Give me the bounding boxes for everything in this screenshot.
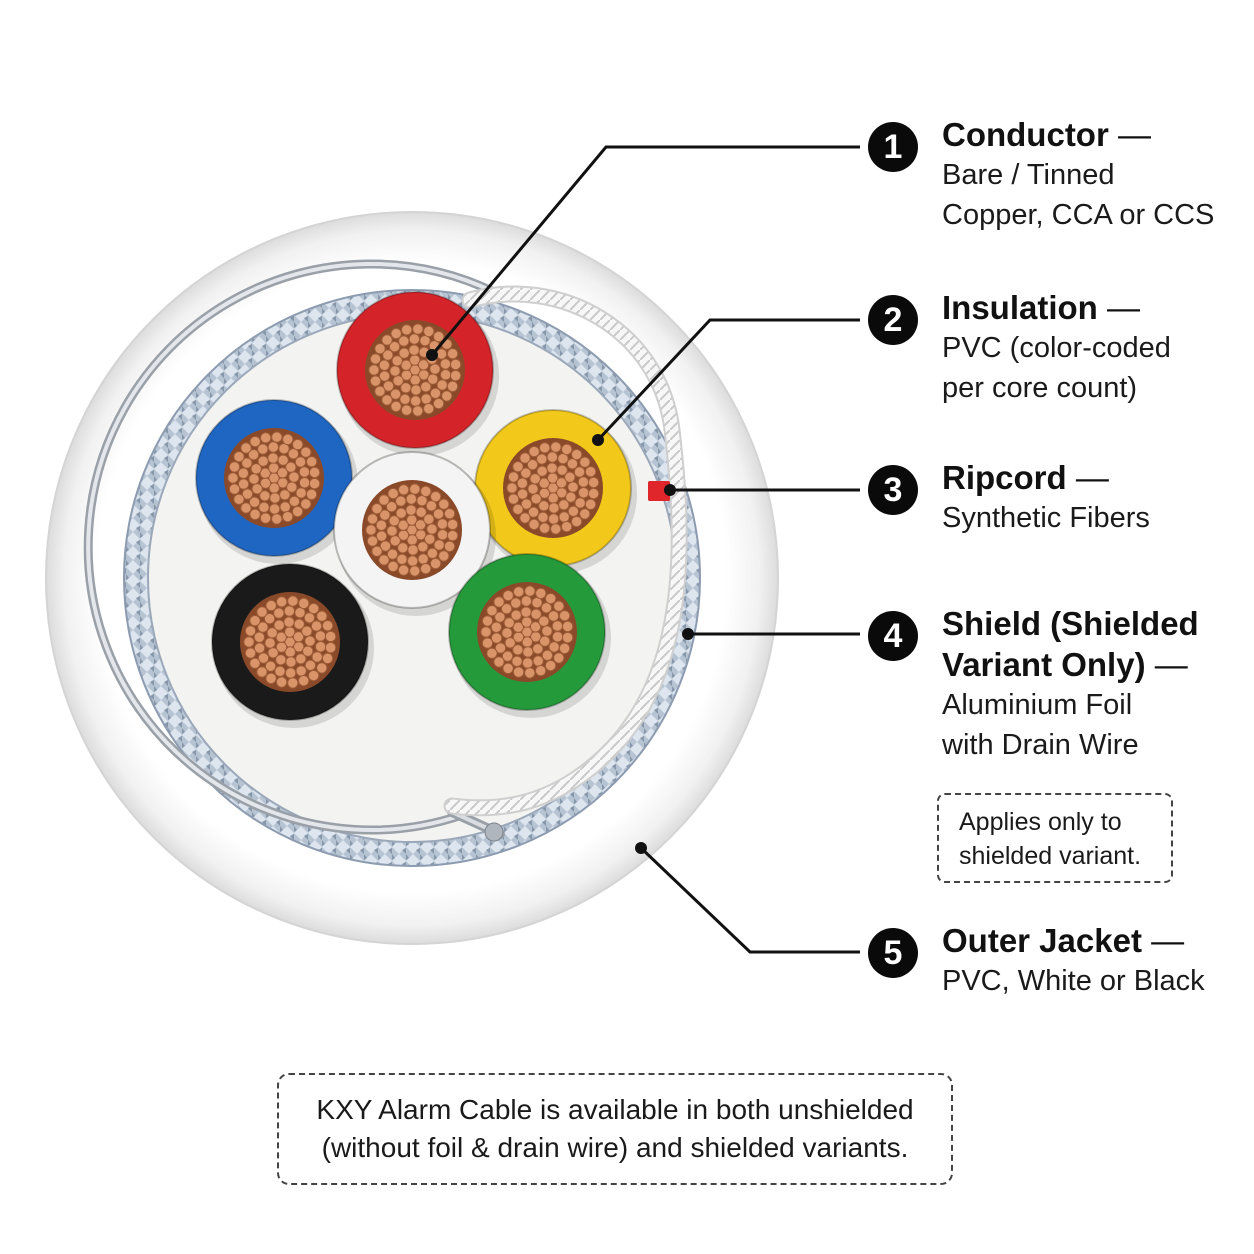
callout-desc-line: Bare / Tinned bbox=[942, 159, 1115, 191]
callout-text: Ripcord — Synthetic Fibers bbox=[942, 457, 1242, 538]
ripcord bbox=[443, 285, 688, 817]
callout-text: Conductor — Bare / Tinned Copper, CCA or… bbox=[942, 114, 1242, 235]
callout-desc-line: per core count) bbox=[942, 372, 1138, 404]
callout-desc-line: PVC, White or Black bbox=[942, 965, 1205, 997]
number-badge-5: 5 bbox=[868, 928, 918, 978]
insulated-cores bbox=[195, 291, 637, 728]
callout-title: Ripcord — bbox=[942, 459, 1109, 496]
callout-title-line: Variant Only) — bbox=[942, 646, 1188, 683]
note-line: shielded variant. bbox=[959, 842, 1142, 870]
ripcord-marker bbox=[648, 481, 670, 501]
drain-wire bbox=[83, 259, 505, 842]
number-badge-4: 4 bbox=[868, 611, 918, 661]
number-badge-2: 2 bbox=[868, 295, 918, 345]
leader-line-conductor bbox=[430, 145, 860, 356]
note-line: KXY Alarm Cable is available in both uns… bbox=[316, 1094, 914, 1125]
note-line: Applies only to bbox=[959, 808, 1122, 836]
shield-note-box: Applies only to shielded variant. bbox=[937, 793, 1173, 883]
callout-desc-line: with Drain Wire bbox=[942, 729, 1139, 761]
number-badge-1: 1 bbox=[868, 122, 918, 172]
footer-note-box: KXY Alarm Cable is available in both uns… bbox=[277, 1073, 953, 1185]
leader-lines bbox=[430, 145, 860, 954]
callout-title: Conductor — bbox=[942, 116, 1151, 153]
callout-text: Outer Jacket — PVC, White or Black bbox=[942, 920, 1242, 1001]
callout-text: Shield (Shielded Variant Only) — Alumini… bbox=[942, 603, 1242, 765]
core-green bbox=[448, 553, 611, 718]
callout-title: Outer Jacket — bbox=[942, 922, 1185, 959]
callout-desc-line: Aluminium Foil bbox=[942, 689, 1133, 721]
core-white bbox=[333, 451, 496, 616]
core-black bbox=[211, 563, 374, 728]
callout-desc-line: PVC (color-coded bbox=[942, 332, 1171, 364]
leader-dots bbox=[426, 349, 694, 854]
callout-desc-line: Copper, CCA or CCS bbox=[942, 199, 1215, 231]
callout-title-line: Shield (Shielded bbox=[942, 605, 1199, 642]
note-line: (without foil & drain wire) and shielded… bbox=[321, 1132, 909, 1163]
leader-line-outer-jacket bbox=[639, 846, 860, 954]
leader-line-insulation bbox=[596, 318, 860, 442]
core-yellow bbox=[474, 409, 637, 574]
core-blue bbox=[195, 399, 358, 564]
callout-desc-line: Synthetic Fibers bbox=[942, 502, 1150, 534]
callout-text: Insulation — PVC (color-coded per core c… bbox=[942, 287, 1242, 408]
callout-title: Insulation — bbox=[942, 289, 1141, 326]
number-badge-3: 3 bbox=[868, 465, 918, 515]
